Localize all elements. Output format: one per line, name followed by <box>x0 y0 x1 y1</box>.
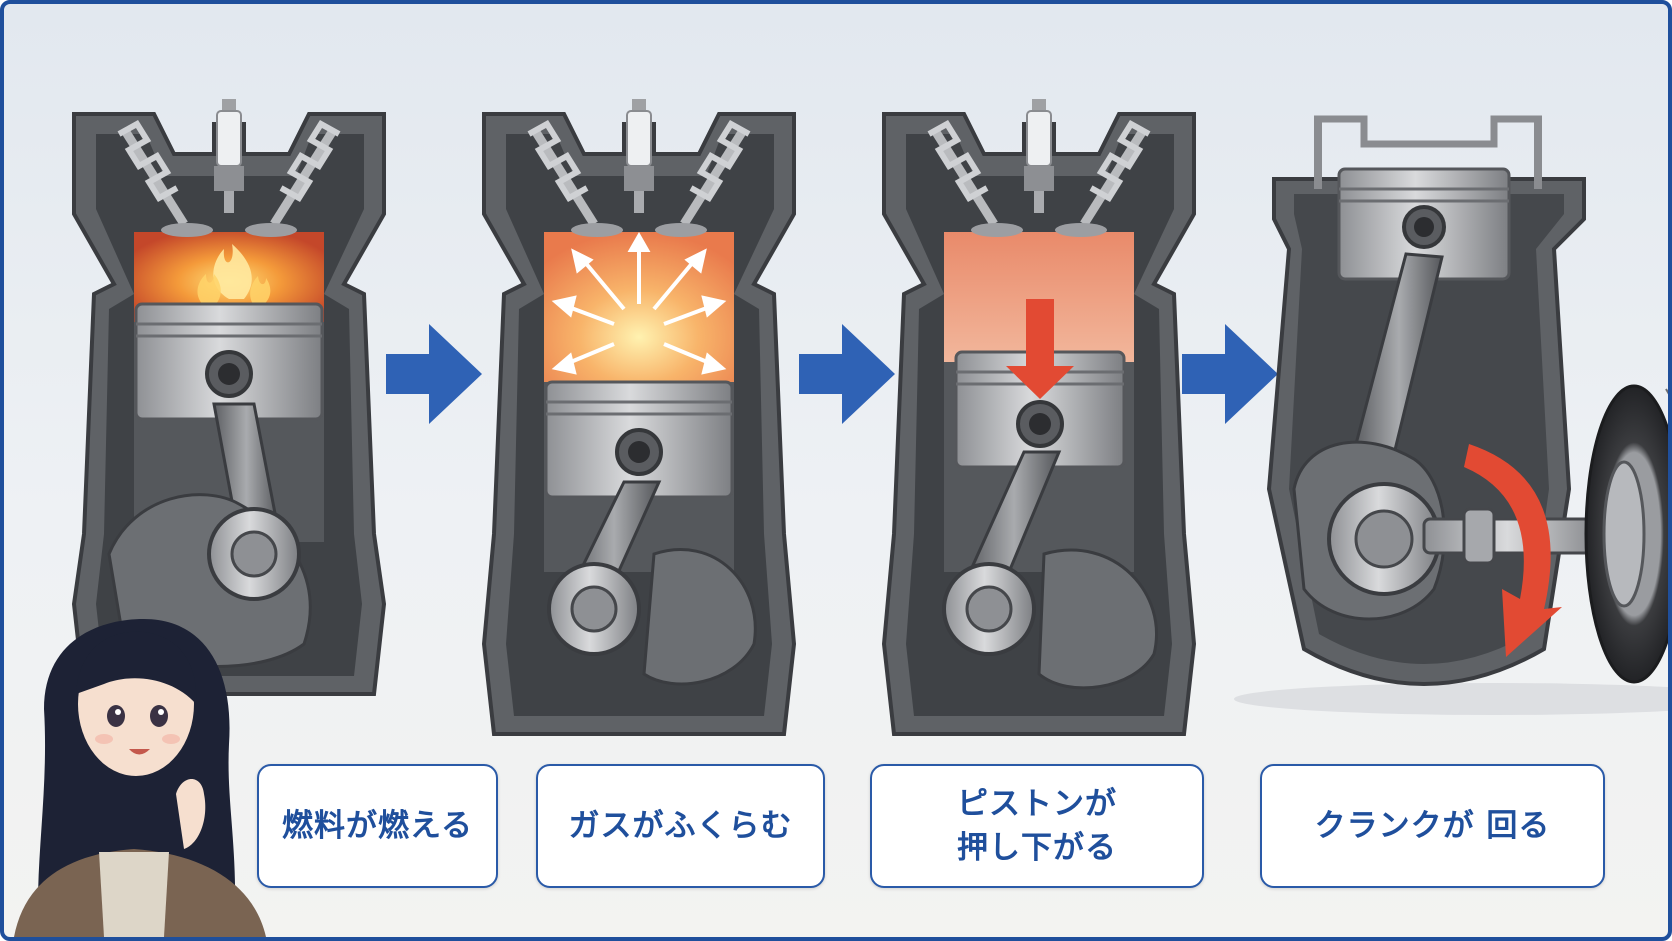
flywheel-icon <box>1584 384 1668 684</box>
engine-piston-down <box>881 99 1197 736</box>
rotation-arrow-icon <box>1464 444 1562 657</box>
valve-right <box>1055 119 1151 237</box>
valve-left <box>527 119 623 237</box>
down-arrow-icon <box>1006 299 1074 399</box>
engine-combustion <box>71 99 387 696</box>
step-label-expansion: ガスがふくらむ <box>536 764 825 888</box>
step-label-text-line2: 押し下がる <box>957 830 1117 866</box>
engine-expansion <box>481 99 797 736</box>
valve-left <box>117 119 213 237</box>
step-label-combustion: 燃料が燃える <box>257 764 498 888</box>
step-label-text: 燃料が燃える <box>281 808 474 844</box>
step-label-piston-down: ピストンが 押し下がる <box>870 764 1204 888</box>
flame-icon <box>197 244 271 306</box>
valve-left <box>927 119 1023 237</box>
diagram-stage <box>4 4 1668 937</box>
step-label-text: クランクが 回る <box>1314 808 1551 844</box>
spark-plug-icon <box>1024 99 1054 213</box>
piston <box>134 302 324 421</box>
step-label-text: ガスがふくらむ <box>568 808 793 844</box>
step-label-text-line1: ピストンが <box>957 786 1117 822</box>
engine-crank-rotation <box>1234 115 1668 715</box>
valve-right <box>655 119 751 237</box>
step-arrow-2 <box>799 324 895 424</box>
expansion-arrows-icon <box>551 231 727 375</box>
piston <box>544 380 734 499</box>
spark-plug-icon <box>214 99 244 213</box>
person-illustration <box>14 619 266 937</box>
spark-plug-icon <box>624 99 654 213</box>
step-label-crank-rotation: クランクが 回る <box>1260 764 1605 888</box>
step-arrow-1 <box>386 324 482 424</box>
step-arrow-3 <box>1182 324 1278 424</box>
valve-right <box>245 119 341 237</box>
